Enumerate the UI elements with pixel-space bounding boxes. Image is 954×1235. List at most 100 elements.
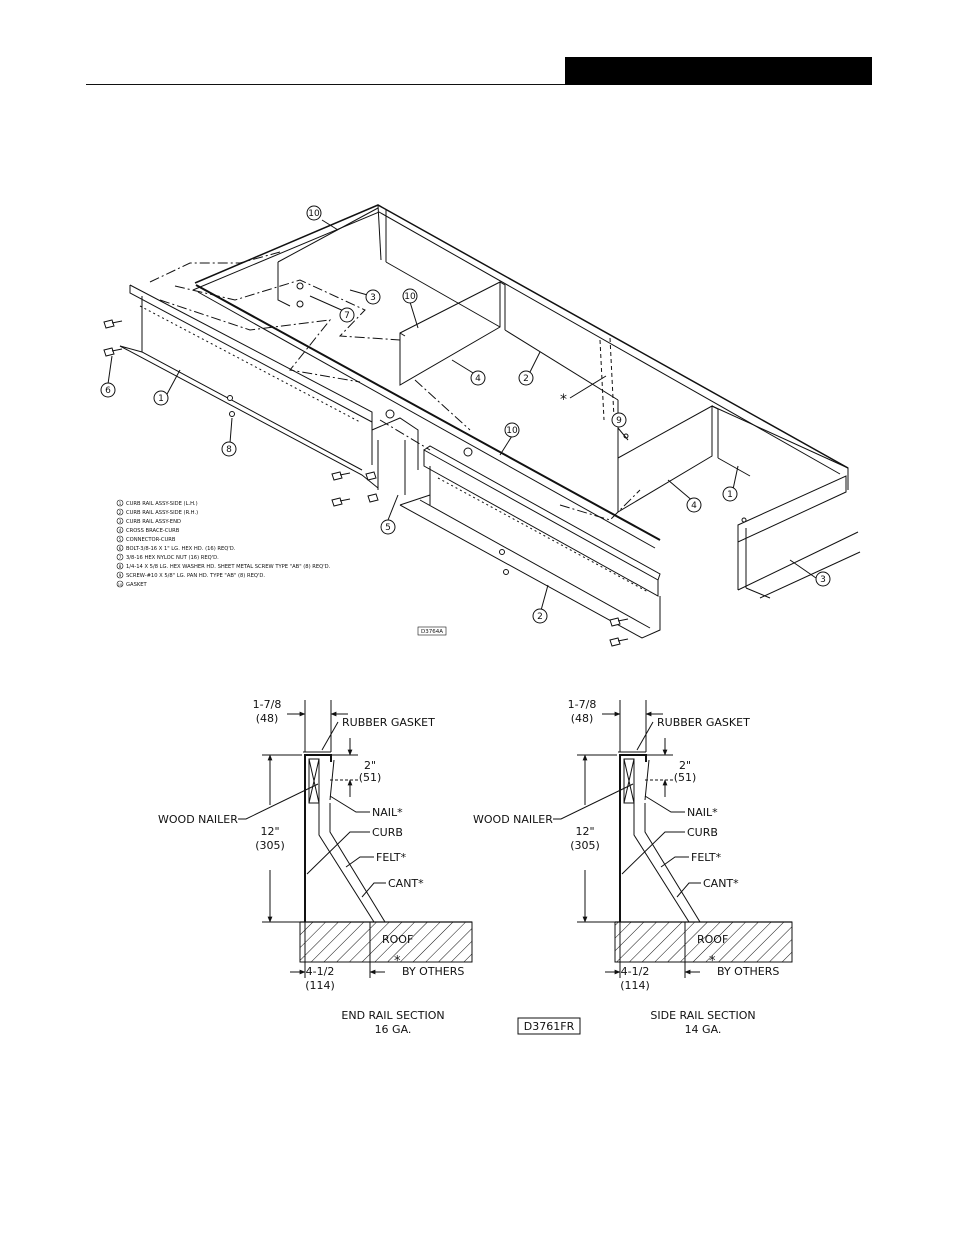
svg-text:CURB RAIL ASSY-SIDE (R.H.): CURB RAIL ASSY-SIDE (R.H.) <box>126 510 198 516</box>
svg-text:7: 7 <box>344 311 350 321</box>
end-felt-label: FELT* <box>376 851 407 864</box>
callout-9: 9 <box>611 412 627 428</box>
drawing-number-sections: D3761FR <box>517 1017 581 1035</box>
svg-text:CROSS BRACE-CURB: CROSS BRACE-CURB <box>126 528 180 534</box>
end-gasket-label: RUBBER GASKET <box>342 716 435 729</box>
side-nailer-dim: 2" <box>679 759 691 772</box>
side-gasket-label: RUBBER GASKET <box>657 716 750 729</box>
svg-text:3: 3 <box>820 575 826 585</box>
svg-text:D3761FR: D3761FR <box>524 1020 575 1033</box>
end-rail-labels: 1-7/8 (48) RUBBER GASKET 2" (51) WOOD NA… <box>158 698 464 1036</box>
header-rule <box>86 84 872 85</box>
svg-text:4: 4 <box>119 528 122 533</box>
callout-2b: 2 <box>532 608 548 624</box>
svg-text:10: 10 <box>118 583 122 587</box>
svg-text:2: 2 <box>523 374 529 384</box>
parts-legend: 1 CURB RAIL ASSY-SIDE (L.H.) 2 CURB RAIL A… <box>116 499 331 588</box>
svg-text:4: 4 <box>691 501 697 511</box>
side-star: * <box>709 954 716 969</box>
svg-text:10: 10 <box>308 209 320 219</box>
svg-text:1: 1 <box>119 501 122 506</box>
header-bar <box>565 57 872 85</box>
end-width-dim: 1-7/8 <box>253 698 282 711</box>
end-rail-section <box>238 700 473 978</box>
svg-text:4: 4 <box>475 374 481 384</box>
end-nailer-dim: 2" <box>364 759 376 772</box>
legend-row-10: 10 GASKET <box>116 580 148 588</box>
side-curb-label: CURB <box>687 826 718 839</box>
callout-1b: 1 <box>722 486 738 502</box>
end-wood-nailer-label: WOOD NAILER <box>158 813 238 826</box>
side-felt-label: FELT* <box>691 851 722 864</box>
side-base-dim: 4-1/2 <box>621 965 650 978</box>
svg-text:D3764A: D3764A <box>421 629 443 635</box>
svg-text:10: 10 <box>506 426 518 436</box>
exploded-curb-view <box>103 204 861 647</box>
drawing-number-exploded: D3764A <box>417 626 447 636</box>
callout-4a: 4 <box>470 370 486 386</box>
end-by-others: BY OTHERS <box>402 965 464 978</box>
svg-text:3: 3 <box>370 293 376 303</box>
side-nailer-mm: (51) <box>674 771 697 784</box>
svg-text:9: 9 <box>119 573 122 578</box>
end-base-dim: 4-1/2 <box>306 965 335 978</box>
svg-text:7: 7 <box>119 555 122 560</box>
side-width-dim: 1-7/8 <box>568 698 597 711</box>
svg-text:6: 6 <box>105 386 111 396</box>
svg-text:9: 9 <box>616 416 622 426</box>
svg-text:CURB RAIL ASSY-SIDE (L.H.): CURB RAIL ASSY-SIDE (L.H.) <box>126 501 198 507</box>
svg-text:3: 3 <box>119 519 122 524</box>
end-base-mm: (114) <box>305 979 335 992</box>
callout-5: 5 <box>380 519 396 535</box>
end-roof-label: ROOF <box>382 933 413 946</box>
svg-text:5: 5 <box>119 537 122 542</box>
callout-2a: 2 <box>518 370 534 386</box>
callout-bubbles: 10 3 7 10 4 2 * 9 10 1 4 3 2 5 6 1 8 <box>100 205 831 624</box>
side-rail-labels: 1-7/8 (48) RUBBER GASKET 2" (51) WOOD NA… <box>473 698 779 1036</box>
side-height-dim: 12" <box>575 825 594 838</box>
svg-text:6: 6 <box>119 546 122 551</box>
callout-1a: 1 <box>153 390 169 406</box>
svg-text:1/4-14 X 5/8 LG. HEX WASHER HD: 1/4-14 X 5/8 LG. HEX WASHER HD. SHEET ME… <box>126 564 331 570</box>
side-wood-nailer-label: WOOD NAILER <box>473 813 553 826</box>
svg-text:10: 10 <box>404 292 416 302</box>
callout-4b: 4 <box>686 497 702 513</box>
legend-row-1: 1 CURB RAIL ASSY-SIDE (L.H.) <box>116 499 198 507</box>
legend-row-9: 9 SCREW-#10 X 5/8" LG. PAN HD. TYPE "AB" … <box>116 571 265 579</box>
svg-text:GASKET: GASKET <box>126 582 148 588</box>
end-curb-label: CURB <box>372 826 403 839</box>
side-nail-label: NAIL* <box>687 806 718 819</box>
end-height-dim: 12" <box>260 825 279 838</box>
svg-text:8: 8 <box>226 445 232 455</box>
svg-text:8: 8 <box>119 564 122 569</box>
side-rail-section <box>553 700 793 978</box>
bolt-icons <box>103 282 747 647</box>
side-roof-label: ROOF <box>697 933 728 946</box>
legend-row-2: 2 CURB RAIL ASSY-SIDE (R.H.) <box>116 508 198 516</box>
end-nailer-mm: (51) <box>359 771 382 784</box>
callout-6: 6 <box>100 382 116 398</box>
legend-row-8: 8 1/4-14 X 5/8 LG. HEX WASHER HD. SHEET M… <box>116 562 331 570</box>
svg-text:CONNECTOR-CURB: CONNECTOR-CURB <box>126 537 176 543</box>
svg-text:SCREW-#10 X 5/8" LG. PAN HD. T: SCREW-#10 X 5/8" LG. PAN HD. TYPE "AB" (… <box>126 573 265 579</box>
side-section-gauge: 14 GA. <box>685 1023 722 1036</box>
end-star: * <box>394 954 401 969</box>
callout-10c: 10 <box>504 422 520 438</box>
callout-10a: 10 <box>306 205 322 221</box>
svg-text:2: 2 <box>537 612 543 622</box>
side-section-title: SIDE RAIL SECTION <box>650 1009 755 1022</box>
end-width-mm: (48) <box>256 712 279 725</box>
callout-star: * <box>560 392 567 408</box>
callout-3a: 3 <box>365 289 381 305</box>
callout-8: 8 <box>221 441 237 457</box>
side-width-mm: (48) <box>571 712 594 725</box>
end-section-gauge: 16 GA. <box>375 1023 412 1036</box>
svg-text:5: 5 <box>385 523 391 533</box>
legend-row-4: 4 CROSS BRACE-CURB <box>116 526 180 534</box>
svg-text:3/8-16 HEX NYLOC NUT (16) REQ': 3/8-16 HEX NYLOC NUT (16) REQ'D. <box>126 555 219 561</box>
side-cant-label: CANT* <box>703 877 739 890</box>
svg-text:2: 2 <box>119 510 122 515</box>
